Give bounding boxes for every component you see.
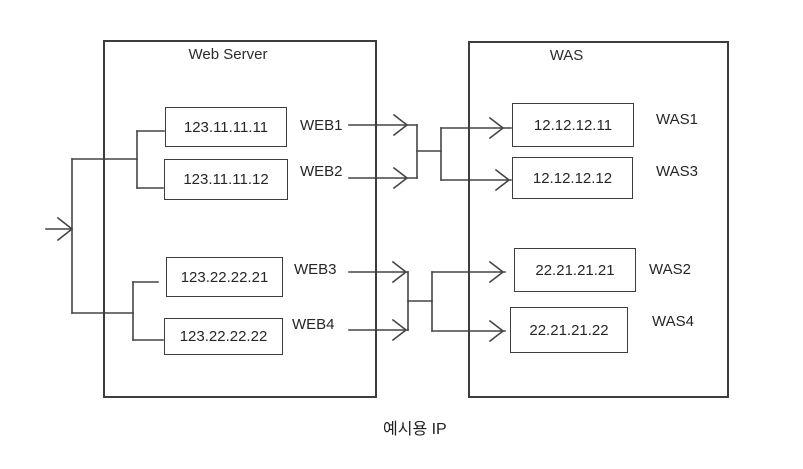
ip-box-was4: 22.21.21.22 <box>510 307 628 353</box>
web-group1-bracket <box>136 130 165 189</box>
ip-box-web1: 123.11.11.11 <box>165 107 287 147</box>
was-box: WAS <box>468 41 729 398</box>
label-web3: WEB3 <box>294 261 337 278</box>
web-server-title: Web Server <box>188 46 268 63</box>
label-was2: WAS2 <box>649 261 691 278</box>
web-group2-bracket <box>132 281 164 341</box>
diagram-caption: 예시용 IP <box>383 421 447 438</box>
label-web2: WEB2 <box>300 163 343 180</box>
ip-box-web3: 123.22.22.21 <box>166 257 283 297</box>
ip-box-was1: 12.12.12.11 <box>512 103 634 147</box>
was-title: WAS <box>549 47 584 64</box>
upper-crossover-links <box>348 113 512 192</box>
input-arrow <box>45 216 74 242</box>
label-was3: WAS3 <box>656 163 698 180</box>
label-web4: WEB4 <box>292 316 335 333</box>
ip-box-web4: 123.22.22.22 <box>164 318 283 355</box>
ip-box-web2: 123.11.11.12 <box>164 159 288 200</box>
label-was4: WAS4 <box>652 313 694 330</box>
web-server-box: Web Server <box>103 40 377 398</box>
ip-box-was3: 12.12.12.12 <box>512 157 633 199</box>
label-was1: WAS1 <box>656 111 698 128</box>
ip-box-was2: 22.21.21.21 <box>514 248 636 292</box>
label-web1: WEB1 <box>300 117 343 134</box>
